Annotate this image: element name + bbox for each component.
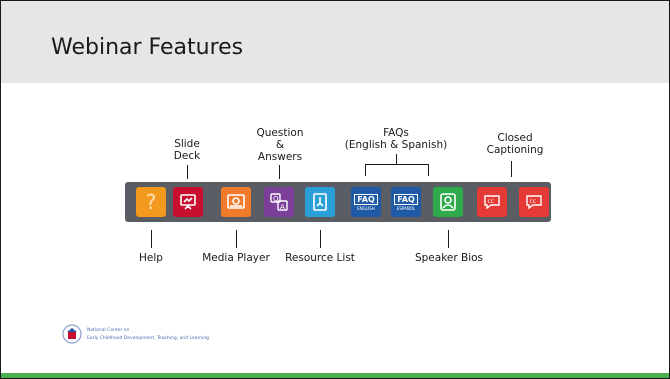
closed-captioning-icon[interactable]: cc	[477, 187, 507, 217]
label-resource-list: Resource List	[285, 252, 355, 264]
connector-media-player	[236, 230, 237, 248]
organization-logo	[62, 324, 82, 344]
resource-list-icon[interactable]	[305, 187, 335, 217]
svg-text:cc: cc	[488, 198, 495, 205]
connector-help	[151, 230, 152, 248]
bracket-faq-right	[428, 164, 429, 176]
speaker-bios-icon[interactable]	[433, 187, 463, 217]
logo-text-line2: Early Childhood Development, Teaching, a…	[87, 336, 210, 341]
connector-slide-deck	[187, 165, 188, 179]
bracket-faq-horizontal	[365, 164, 428, 165]
bracket-faq-left	[365, 164, 366, 176]
bottom-accent-bar	[1, 373, 669, 378]
header-band: Webinar Features	[1, 1, 669, 83]
svg-text:A: A	[280, 203, 285, 211]
label-faqs: FAQs (English & Spanish)	[344, 127, 448, 151]
faq-english-icon[interactable]: FAQ ENGLISH	[351, 187, 381, 217]
faq-spanish-icon[interactable]: FAQ ESPAÑOL	[391, 187, 421, 217]
bracket-faq-center	[396, 154, 397, 164]
slide-title: Webinar Features	[51, 35, 244, 60]
label-speaker-bios: Speaker Bios	[414, 252, 484, 264]
connector-qa	[279, 165, 280, 179]
label-help: Help	[139, 252, 163, 264]
logo-text-line1: National Center on	[87, 328, 130, 333]
connector-speaker-bios	[448, 230, 449, 248]
label-qa: Question & Answers	[256, 127, 304, 163]
connector-resource-list	[320, 230, 321, 248]
svg-text:cc: cc	[530, 198, 537, 205]
closed-captioning-alt-icon[interactable]: cc	[519, 187, 549, 217]
svg-text:Q: Q	[273, 195, 279, 203]
question-answers-icon[interactable]: Q A	[264, 187, 294, 217]
media-player-icon[interactable]	[221, 187, 251, 217]
slide-deck-icon[interactable]	[173, 187, 203, 217]
label-media-player: Media Player	[202, 252, 270, 264]
connector-closed-captioning	[511, 161, 512, 177]
help-icon[interactable]: ?	[136, 187, 166, 217]
label-slide-deck: Slide Deck	[173, 138, 201, 162]
label-closed-captioning: Closed Captioning	[486, 132, 544, 156]
